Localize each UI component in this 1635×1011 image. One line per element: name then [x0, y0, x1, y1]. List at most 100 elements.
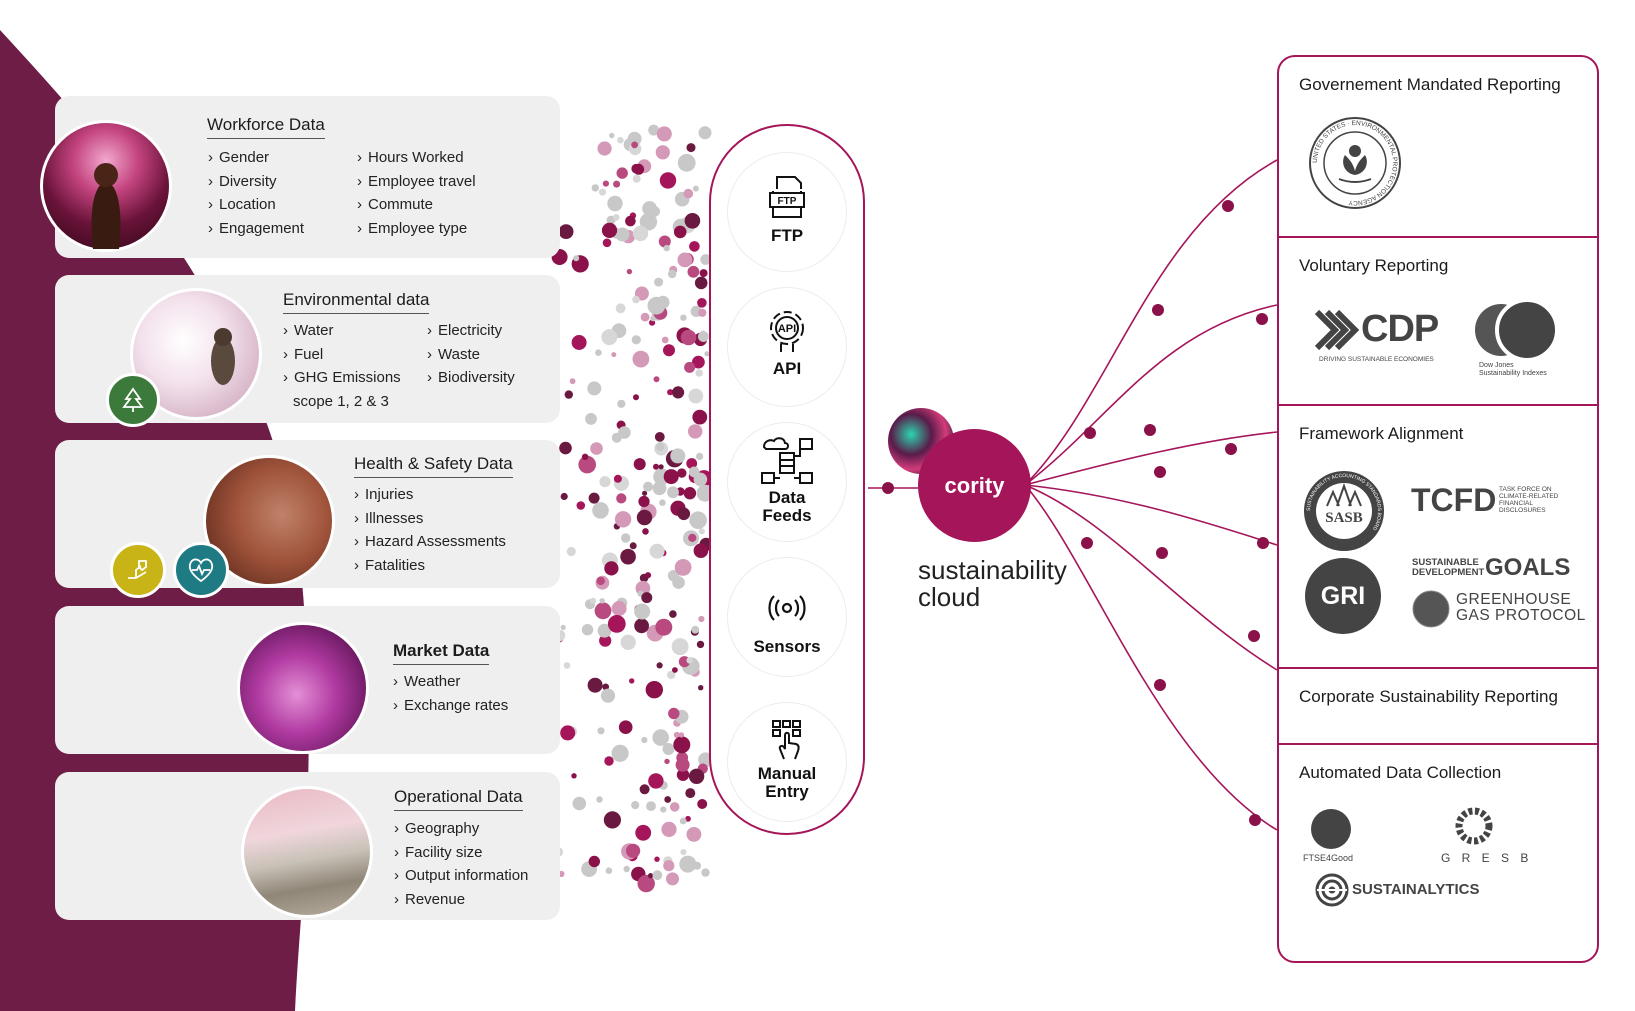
svg-text:FTP: FTP: [778, 196, 797, 207]
tcfd-sub-line: CLIMATE-RELATED: [1499, 493, 1559, 500]
health-safety-photo: [203, 455, 335, 587]
particle-dot: [654, 277, 664, 287]
tcfd-logo: TCFD: [1411, 482, 1497, 518]
particle-dot: [602, 238, 612, 248]
particle-dot: [662, 743, 675, 755]
item-list: Injuries Illnesses Hazard Assessments Fa…: [354, 483, 506, 577]
particle-dot: [632, 350, 650, 368]
section-title: Framework Alignment: [1299, 424, 1464, 443]
particle-dot: [683, 487, 697, 500]
particle-dot: [626, 268, 633, 275]
item-list: Water Fuel GHG Emissions scope 1, 2 & 3: [283, 319, 401, 413]
tcfd-sub-line: FINANCIAL: [1499, 500, 1533, 507]
item-list: Electricity Waste Biodiversity: [427, 319, 515, 390]
sdg-small: SUSTAINABLE DEVELOPMENT: [1412, 558, 1484, 578]
particle-dot: [601, 222, 618, 238]
dj-label: Dow Jones: [1479, 362, 1514, 369]
source-label: API: [772, 359, 802, 378]
particle-dot: [636, 509, 653, 526]
ftp-source[interactable]: FTP FTP: [727, 152, 847, 272]
particle-dot: [603, 811, 622, 829]
section-title: Automated Data Collection: [1299, 763, 1502, 782]
corporate-reporting-section: Corporate Sustainability Reporting: [1279, 669, 1597, 745]
automated-collection-section: Automated Data Collection FTSE4Good G R …: [1279, 745, 1597, 961]
epa-seal-logo: UNITED STATES · ENVIRONMENTAL PROTECTION…: [1309, 117, 1401, 209]
particle-dot: [609, 132, 615, 139]
particle-dot: [631, 141, 638, 149]
hand-safety-icon: [110, 542, 166, 598]
manual-entry-source[interactable]: Manual Entry: [727, 702, 847, 822]
ftse4good-logo: FTSE4Good: [1303, 853, 1354, 863]
particle-dot: [680, 849, 687, 856]
particle-dot: [642, 490, 648, 496]
list-item: Exchange rates: [393, 694, 508, 718]
particle-dot: [698, 528, 705, 535]
card-title: Health & Safety Data: [354, 454, 513, 478]
section-title: Governement Mandated Reporting: [1299, 75, 1561, 94]
particle-dot: [656, 442, 665, 451]
particle-dot: [653, 376, 660, 383]
sensors-source[interactable]: Sensors: [727, 557, 847, 677]
ghg-line: GREENHOUSE: [1456, 591, 1572, 608]
particle-dot: [686, 458, 698, 469]
particle-dot: [661, 821, 677, 838]
particle-dot: [617, 136, 624, 144]
particle-dot: [696, 640, 705, 649]
particle-dot: [694, 276, 708, 290]
item-list: Hours Worked Employee travel Commute Emp…: [357, 146, 476, 240]
list-item: Waste: [427, 343, 515, 367]
particle-dot: [673, 736, 691, 754]
data-feeds-source[interactable]: Data Feeds: [727, 422, 847, 542]
particle-dot: [688, 388, 704, 404]
particle-dot: [634, 603, 651, 620]
particle-dot: [664, 796, 672, 803]
ftse-globe-icon: [1311, 809, 1351, 849]
gri-logo: GRI: [1305, 558, 1381, 634]
particle-dot: [679, 855, 697, 873]
list-item: Diversity: [208, 170, 304, 194]
particle-dot: [658, 464, 664, 470]
particle-dot: [653, 463, 659, 470]
cdp-logo: CDP: [1361, 308, 1439, 350]
workforce-photo: [40, 120, 172, 252]
particle-dot: [700, 254, 712, 265]
particle-dot: [693, 543, 709, 558]
ftp-file-icon: FTP: [769, 176, 805, 218]
particle-dot: [560, 492, 568, 501]
particle-dot: [599, 188, 606, 196]
particle-dot: [623, 865, 630, 873]
environment-photo: [130, 288, 262, 420]
list-item: Hazard Assessments: [354, 530, 506, 554]
particle-dot: [687, 265, 700, 278]
particle-dot: [697, 298, 707, 308]
particle-dot: [647, 296, 666, 315]
reporting-panel: Governement Mandated Reporting UNITED ST…: [1277, 55, 1599, 963]
particle-dot: [559, 441, 572, 455]
particle-dot: [668, 707, 680, 720]
list-item: Engagement: [208, 217, 304, 241]
particle-dot: [625, 215, 636, 227]
particle-dot: [663, 860, 675, 872]
particle-dot: [677, 252, 693, 268]
particle-dot: [659, 172, 677, 189]
source-label: Entry: [765, 782, 809, 801]
particle-dot: [672, 386, 685, 399]
particle-dot: [604, 561, 619, 576]
particle-dot: [678, 732, 685, 738]
sasb-seal-logo: SUSTAINABILITY ACCOUNTING STANDARDS BOAR…: [1304, 471, 1384, 551]
particle-dot: [642, 201, 657, 216]
api-source[interactable]: API API: [727, 287, 847, 407]
particle-dot: [656, 126, 672, 142]
particle-dot: [654, 856, 660, 862]
particle-dot: [596, 796, 603, 803]
particle-dot: [666, 872, 679, 886]
svg-text:API: API: [778, 323, 796, 335]
particle-dot: [668, 269, 677, 279]
particle-dot: [616, 167, 628, 179]
particle-dot: [638, 495, 650, 508]
particle-dot: [685, 788, 696, 799]
particle-dot: [592, 502, 609, 519]
particle-dot: [698, 308, 707, 317]
section-title: Voluntary Reporting: [1299, 256, 1449, 275]
particle-dot: [576, 501, 586, 510]
